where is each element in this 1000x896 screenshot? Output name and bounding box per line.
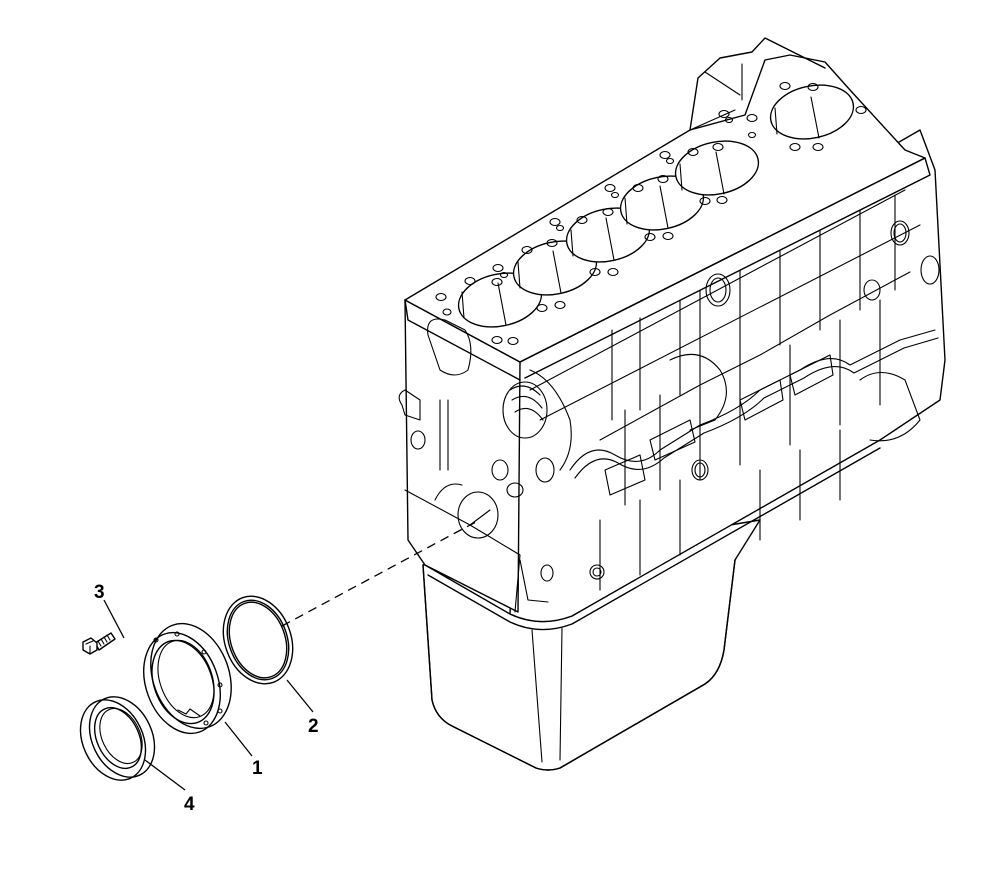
callout-3: 3 xyxy=(94,582,105,603)
block-side-details xyxy=(529,189,940,591)
part-2-o-ring xyxy=(222,595,294,685)
head-bolt-holes xyxy=(435,81,867,346)
block-front-details xyxy=(398,318,605,613)
engine-block xyxy=(398,37,946,771)
callout-1: 1 xyxy=(252,758,263,779)
part-3-flange-bolt xyxy=(82,632,116,655)
cylinder-bores xyxy=(457,84,855,328)
callout-2: 2 xyxy=(308,716,319,737)
leader-lines xyxy=(103,599,314,791)
callout-4: 4 xyxy=(184,794,195,815)
part-1-seal-housing xyxy=(143,622,232,735)
part-4-crankshaft-oil-seal xyxy=(79,696,156,781)
assembly-axis-line xyxy=(281,519,481,627)
